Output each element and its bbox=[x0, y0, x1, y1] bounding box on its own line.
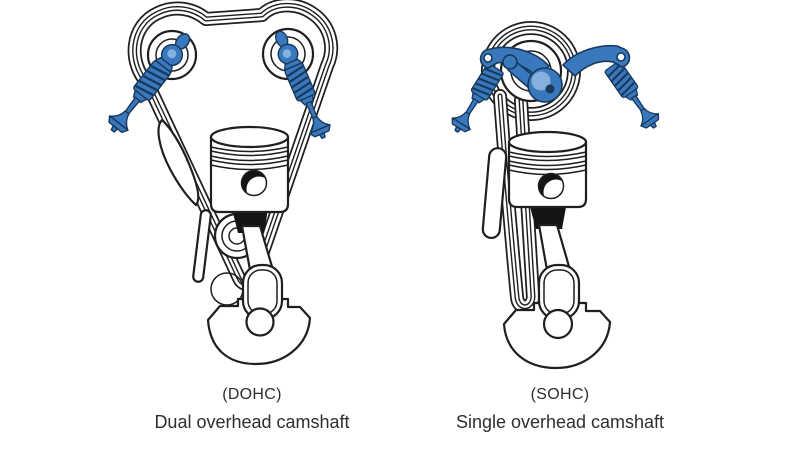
piston-pin-face bbox=[543, 179, 569, 205]
sohc-connecting-rod bbox=[537, 223, 572, 272]
piston-pin bbox=[240, 169, 268, 197]
dohc-belt-tensioner-blade bbox=[157, 118, 200, 207]
dohc-piston bbox=[209, 125, 290, 214]
camshaft-highlight bbox=[531, 71, 551, 91]
piston-crown bbox=[209, 125, 290, 149]
piston-pin-face bbox=[246, 176, 272, 202]
dohc-caption-label: Dual overhead camshaft bbox=[154, 412, 350, 432]
camshaft-end bbox=[545, 84, 555, 94]
sohc-caption: (SOHC) Single overhead camshaft bbox=[410, 386, 710, 433]
piston-pin bbox=[537, 172, 565, 200]
piston-rings bbox=[508, 151, 587, 176]
dohc-caption: (DOHC) Dual overhead camshaft bbox=[102, 386, 402, 433]
dohc-crank-pin-hole bbox=[245, 307, 275, 337]
sohc-abbr-label: (SOHC) bbox=[530, 386, 590, 403]
sohc-crank-pin-hole bbox=[542, 308, 574, 340]
dohc-abbr-label: (DOHC) bbox=[222, 386, 282, 403]
piston-rings bbox=[210, 146, 289, 171]
sohc-valvetrain-right bbox=[602, 58, 665, 135]
sohc-caption-label: Single overhead camshaft bbox=[455, 412, 665, 432]
dohc-diagram bbox=[103, 5, 333, 366]
dohc-pulley-left-inner-ring bbox=[155, 38, 189, 72]
sohc-camshaft bbox=[502, 54, 563, 103]
dohc-belt-guide bbox=[192, 209, 212, 283]
sohc-belt-tensioner bbox=[481, 147, 508, 240]
rocker-pivot-left bbox=[483, 53, 493, 63]
piston-crown bbox=[507, 130, 588, 154]
sohc-diagram bbox=[446, 28, 665, 370]
sohc-cylinder-shadow bbox=[530, 207, 566, 229]
sohc-piston bbox=[507, 130, 588, 209]
sohc-rocker-arm-right bbox=[562, 44, 631, 77]
camshaft-nub bbox=[502, 54, 518, 70]
rocker-pivot-right bbox=[616, 52, 626, 62]
